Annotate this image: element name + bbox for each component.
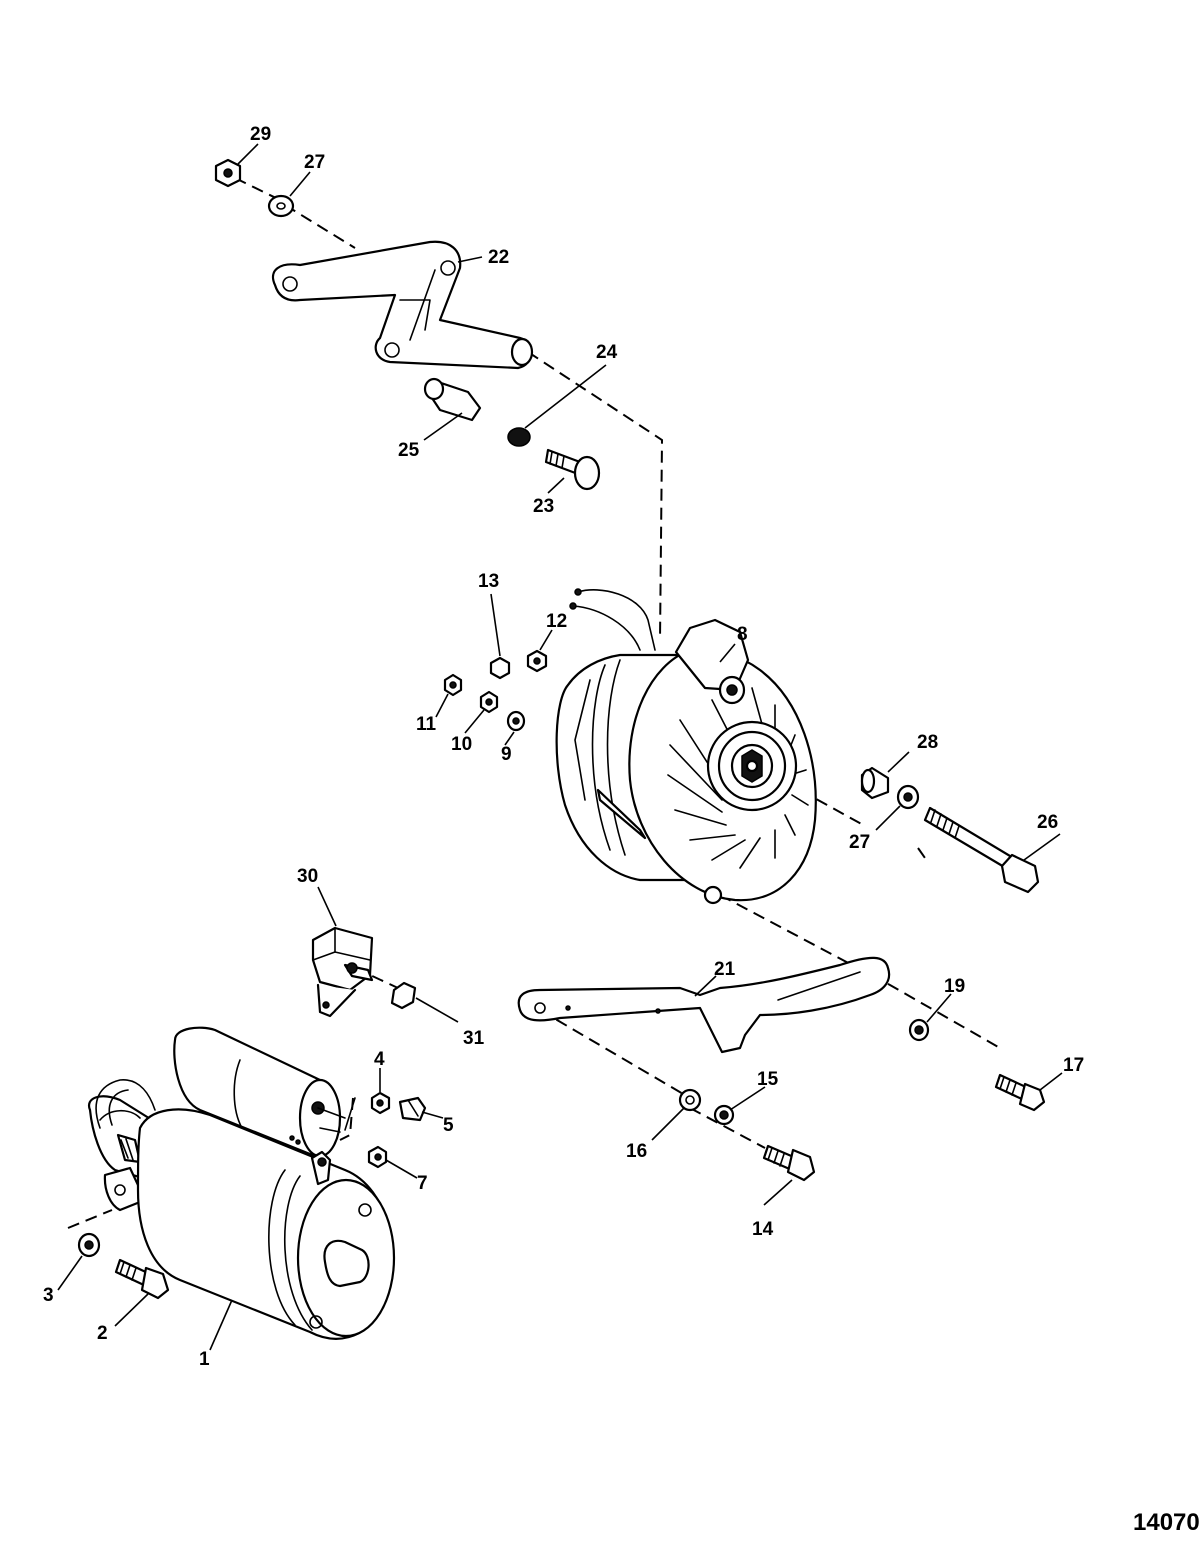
part-17-bolt (994, 1073, 1046, 1112)
callout-17: 17 (1063, 1055, 1084, 1076)
callout-4: 4 (374, 1049, 385, 1070)
callout-19: 19 (944, 976, 965, 997)
callout-13: 13 (478, 571, 499, 592)
callout-30: 30 (297, 866, 318, 887)
part-30-relay (311, 926, 374, 1018)
part-31-nut (390, 981, 417, 1010)
part-29-nut (214, 158, 242, 188)
callout-21: 21 (714, 959, 736, 980)
callout-1: 1 (199, 1349, 210, 1370)
callout-3: 3 (43, 1285, 54, 1306)
callout-9: 9 (501, 744, 512, 765)
part-4-nut (370, 1091, 391, 1115)
callout-7: 7 (417, 1173, 428, 1194)
callout-labels: 29 27 22 24 25 23 13 12 8 28 27 26 11 10… (43, 124, 1084, 1370)
callout-2: 2 (97, 1323, 108, 1344)
callout-31: 31 (463, 1028, 485, 1049)
part-15-washer (713, 1104, 735, 1126)
part-22-bracket (272, 240, 534, 370)
part-8-alternator (555, 588, 817, 905)
callout-25: 25 (398, 440, 420, 461)
callout-11: 11 (416, 714, 437, 735)
callout-15: 15 (757, 1069, 779, 1090)
figure-id: 14070 (1133, 1509, 1200, 1536)
callout-16: 16 (626, 1141, 647, 1162)
part-24-nut (507, 427, 531, 447)
callout-10: 10 (451, 734, 472, 755)
callout-28: 28 (917, 732, 938, 753)
part-27-washer-top (267, 194, 295, 218)
callout-27-top: 27 (304, 152, 325, 173)
part-11-nut (443, 673, 463, 697)
callout-26: 26 (1037, 812, 1058, 833)
part-3-washer (77, 1232, 101, 1258)
part-12-nut (526, 649, 548, 673)
part-21-brace (517, 956, 891, 1054)
part-14-bolt (762, 1144, 816, 1182)
part-26-long-bolt (923, 806, 1040, 894)
callout-22: 22 (488, 247, 509, 268)
callout-23: 23 (533, 496, 554, 517)
part-16-washer (678, 1088, 702, 1112)
alignment-lines (67, 177, 1001, 1229)
part-19-washer (908, 1018, 930, 1042)
callout-27-right: 27 (849, 832, 870, 853)
part-13-nut (489, 656, 511, 680)
part-7-nut (367, 1145, 388, 1169)
part-23-bolt (544, 448, 601, 491)
part-27-washer-right (896, 784, 920, 810)
leader-lines (57, 143, 1063, 1351)
part-2-bolt (114, 1258, 170, 1300)
callout-12: 12 (546, 611, 567, 632)
part-10-nut (479, 690, 499, 714)
callout-14: 14 (752, 1219, 774, 1240)
part-9-washer (506, 710, 526, 732)
callout-24: 24 (596, 342, 618, 363)
part-28-spacer (860, 766, 890, 800)
callout-5: 5 (443, 1115, 454, 1136)
part-25-spacer (423, 377, 482, 422)
part-1-starter-motor (87, 1026, 396, 1340)
callout-8: 8 (737, 624, 748, 645)
callout-29: 29 (250, 124, 271, 145)
part-5-terminal (398, 1096, 427, 1122)
